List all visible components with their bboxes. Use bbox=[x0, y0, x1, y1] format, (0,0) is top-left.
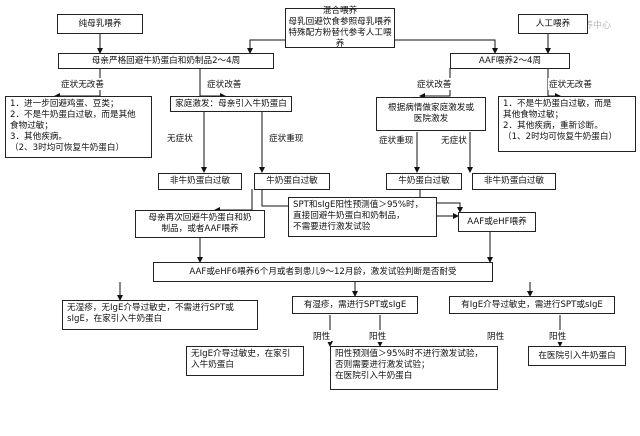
mixed-line-1: 母乳回避饮食参照母乳喂养 bbox=[288, 17, 392, 27]
label-left-recur: 症状重现 bbox=[268, 132, 305, 144]
eczema-node: 有湿疹，需进行SPT或sIgE bbox=[292, 296, 418, 314]
hospital-intro-node: 在医院引入牛奶蛋白 bbox=[528, 346, 626, 366]
mom-reavoid-node: 母亲再次回避牛奶蛋白和奶 制品，或者AAF喂养 bbox=[135, 210, 265, 238]
non-cma-left-node: 非牛奶蛋白过敏 bbox=[158, 173, 242, 190]
label-left-no-symptom: 无症状 bbox=[166, 132, 194, 144]
cma-left-node: 牛奶蛋白过敏 bbox=[254, 173, 330, 190]
ppv-high-node: 阳性预测值＞95%时不进行激发试验， 否则需要进行激发试验； 在医院引入牛奶蛋白 bbox=[330, 346, 498, 390]
followup-node: AAF或eHF6喂养6个月或者到患儿9～12月龄，激发试验判断是否耐受 bbox=[153, 262, 493, 282]
arrow-aaf-to-hospital bbox=[419, 68, 451, 99]
home-challenge-node: 家庭激发：母亲引入牛奶蛋白 bbox=[170, 96, 292, 112]
label-eczema-neg: 阴性 bbox=[312, 330, 332, 342]
label-right-improve: 症状改善 bbox=[416, 78, 453, 90]
label-eczema-pos: 阳性 bbox=[368, 330, 388, 342]
spt-high-node: SPT和sIgE阳性预测值＞95%时， 直接回避牛奶蛋白和奶制品， 不需要进行激… bbox=[288, 197, 437, 237]
label-ige-neg: 阴性 bbox=[486, 330, 506, 342]
arrow-cma-to-reavoid bbox=[214, 189, 253, 213]
mom-avoid-node: 母亲严格回避牛奶蛋白和奶制品2～4周 bbox=[58, 53, 274, 69]
ige-history-node: 有IgE介导过敏史，需进行SPT或sIgE bbox=[449, 296, 615, 314]
label-right-no-improve: 症状无改善 bbox=[548, 78, 593, 90]
breastfed-node: 纯母乳喂养 bbox=[57, 14, 143, 34]
aaf-2-4w-node: AAF喂养2～4周 bbox=[450, 53, 570, 69]
mixed-title: 混合喂养 bbox=[322, 6, 358, 16]
label-ige-pos: 阳性 bbox=[548, 330, 568, 342]
formula-node: 人工喂养 bbox=[518, 14, 588, 34]
label-right-recur: 症状重现 bbox=[378, 134, 415, 146]
mixed-feeding-node: 混合喂养 母乳回避饮食参照母乳喂养 特殊配方粉替代参考人工喂养 bbox=[285, 6, 395, 49]
aaf-ehf-node: AAF或eHF喂养 bbox=[458, 212, 536, 232]
arrow-mixed-to-momavoid bbox=[247, 39, 285, 54]
label-right-no-symptom: 无症状 bbox=[440, 134, 468, 146]
mixed-line-2: 特殊配方粉替代参考人工喂养 bbox=[288, 28, 392, 49]
link-cma-to-spt bbox=[261, 189, 288, 207]
arrow-cma-right-to-aafehf bbox=[419, 189, 463, 213]
no-eczema-node: 无湿疹，无IgE介导过敏史，不需进行SPT或 sIgE，在家引入牛奶蛋白 bbox=[62, 300, 258, 330]
cma-right-node: 牛奶蛋白过敏 bbox=[386, 173, 462, 190]
left-no-improve-detail: 1．进一步回避鸡蛋、豆类； 2．不是牛奶蛋白过敏，而是其他 食物过敏； 3．其他… bbox=[5, 96, 152, 158]
arrow-mixed-to-aaf bbox=[395, 39, 498, 54]
label-left-no-improve: 症状无改善 bbox=[60, 78, 105, 90]
non-cma-right-node: 非牛奶蛋白过敏 bbox=[472, 173, 556, 190]
label-left-improve: 症状改善 bbox=[206, 78, 243, 90]
right-no-improve-detail: 1．不是牛奶蛋白过敏，而是 其他食物过敏； 2．其他疾病，重新诊断。 （1、2时… bbox=[498, 96, 636, 152]
home-intro-node: 无IgE介导过敏史，在家引 入牛奶蛋白 bbox=[186, 346, 304, 376]
hospital-or-home-node: 根据病情做家庭激发或 医院激发 bbox=[376, 97, 486, 131]
